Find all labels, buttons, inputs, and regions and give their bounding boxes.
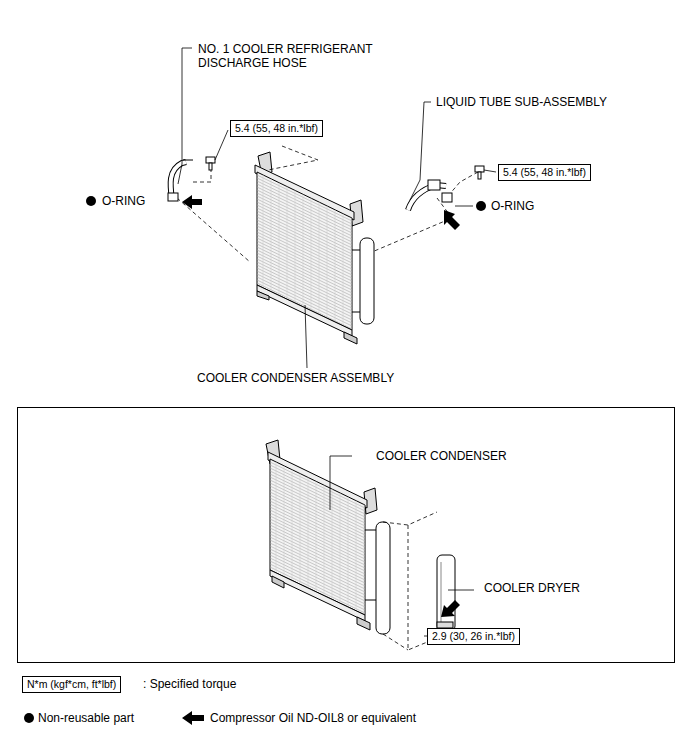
fin-line	[300, 474, 301, 585]
oil-arrow	[182, 195, 202, 209]
discharge-hose	[168, 160, 193, 201]
part-name: LIQUID TUBE SUB-ASSEMBLY	[434, 95, 609, 109]
oil-arrow	[441, 600, 460, 617]
assembly-line	[177, 146, 478, 262]
fin-line	[316, 481, 317, 592]
fin-line	[351, 218, 352, 331]
fin-line	[292, 470, 293, 581]
fin-line	[356, 501, 357, 612]
oil-arrow	[444, 210, 460, 230]
torque-box: 5.4 (55, 48 in.*lbf)	[498, 164, 591, 181]
leader-line	[215, 130, 228, 160]
part-name: O-RING	[489, 199, 536, 213]
torque-value: 2.9 (30, 26 in.*lbf)	[432, 630, 515, 642]
part-name: COOLER CONDENSER ASSEMBLY	[195, 371, 396, 385]
fin-line	[335, 210, 336, 323]
torque-value: 5.4 (55, 48 in.*lbf)	[503, 166, 586, 178]
fin-line	[276, 462, 277, 573]
fin-line	[287, 187, 288, 300]
bolt	[475, 166, 484, 179]
condenser-drawing	[266, 440, 390, 634]
legend-text: Compressor Oil ND-OIL8 or equivalent	[210, 711, 416, 725]
torque-box: N*m (kgf*cm, ft*lbf)	[22, 676, 121, 693]
fin-line	[311, 198, 312, 311]
fin-line	[340, 493, 341, 604]
fin-line	[308, 477, 309, 588]
legend-text: : Specified torque	[143, 677, 236, 691]
bolt	[206, 157, 215, 170]
fin-line	[324, 485, 325, 596]
non-reusable-mark	[86, 196, 96, 206]
torque-value: 5.4 (55, 48 in.*lbf)	[235, 122, 318, 134]
fin-line	[271, 179, 272, 292]
torque-box: 2.9 (30, 26 in.*lbf)	[427, 628, 520, 645]
legend-text: Non-reusable part	[38, 711, 134, 725]
oil-arrow	[182, 711, 204, 725]
leader-line	[178, 48, 473, 368]
fin-line	[343, 214, 344, 327]
fin-line	[332, 489, 333, 600]
fin-line	[319, 202, 320, 315]
torque-box: 5.4 (55, 48 in.*lbf)	[230, 120, 323, 137]
fin-line	[284, 466, 285, 577]
fin-line	[279, 183, 280, 296]
torque-value: N*m (kgf*cm, ft*lbf)	[27, 678, 116, 690]
part-name: O-RING	[100, 194, 147, 208]
fin-line	[364, 505, 365, 616]
fin-line	[303, 194, 304, 307]
fin-line	[295, 190, 296, 303]
part-name: NO. 1 COOLER REFRIGERANT DISCHARGE HOSE	[196, 42, 390, 70]
fin-line	[327, 206, 328, 319]
fin-line	[263, 175, 264, 288]
part-name: COOLER DRYER	[482, 581, 582, 595]
leader-line	[484, 170, 496, 172]
non-reusable-mark	[24, 713, 34, 723]
non-reusable-mark	[476, 201, 486, 211]
leader-line	[330, 456, 474, 636]
cooler-dryer	[437, 555, 455, 638]
part-name: COOLER CONDENSER	[374, 449, 509, 463]
fin-line	[348, 497, 349, 608]
liquid-tube	[408, 180, 452, 210]
inset-frame: COOLER CONDENSER COOLER DRYER 2.9 (30, 26 …	[17, 407, 675, 663]
condenser-drawing	[255, 152, 374, 344]
